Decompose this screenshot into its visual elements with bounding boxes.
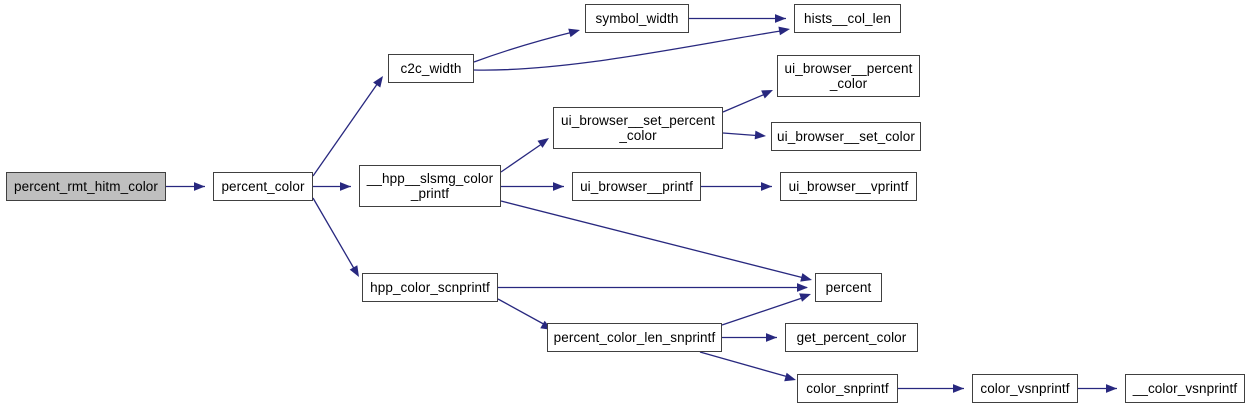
- arrowhead-icon: [373, 76, 383, 88]
- arrowheads-group: [194, 14, 1117, 393]
- graph-node-ui_browser__set_percent_color[interactable]: ui_browser__set_percent _color: [553, 107, 723, 149]
- graph-node-label: percent_color: [221, 179, 305, 194]
- call-edge: [312, 79, 381, 177]
- graph-node-ui_browser__printf[interactable]: ui_browser__printf: [572, 172, 701, 201]
- graph-node-label: color_snprintf: [806, 381, 889, 396]
- arrowhead-icon: [1106, 384, 1117, 393]
- call-edge: [500, 140, 547, 173]
- arrowhead-icon: [754, 130, 766, 140]
- arrowhead-icon: [784, 372, 796, 382]
- arrowhead-icon: [340, 182, 351, 191]
- graph-node-__hpp__slsmg_color_printf[interactable]: __hpp__slsmg_color _printf: [359, 165, 501, 207]
- graph-node-percent_rmt_hitm_color[interactable]: percent_rmt_hitm_color: [6, 172, 166, 201]
- arrowhead-icon: [568, 28, 580, 38]
- graph-node-label: ui_browser__set_color: [777, 129, 915, 144]
- graph-node-label: symbol_width: [595, 11, 679, 26]
- graph-node-label: percent: [825, 280, 872, 295]
- graph-node-percent[interactable]: percent: [815, 273, 882, 302]
- call-edge: [312, 197, 357, 273]
- graph-node-symbol_width[interactable]: symbol_width: [585, 4, 689, 33]
- graph-node-ui_browser__vprintf[interactable]: ui_browser__vprintf: [780, 172, 917, 201]
- graph-node-ui_browser__set_color[interactable]: ui_browser__set_color: [771, 122, 921, 151]
- graph-node-get_percent_color[interactable]: get_percent_color: [785, 323, 918, 352]
- graph-node-label: hpp_color_scnprintf: [370, 280, 490, 295]
- graph-node-label: percent_rmt_hitm_color: [13, 179, 158, 194]
- call-edge: [473, 30, 578, 63]
- graph-node-__color_vsnprintf[interactable]: __color_vsnprintf: [1125, 374, 1245, 403]
- arrowhead-icon: [953, 384, 964, 393]
- call-edge: [497, 298, 550, 328]
- graph-node-label: ui_browser__percent _color: [784, 61, 913, 91]
- graph-node-label: __color_vsnprintf: [1132, 381, 1238, 396]
- graph-node-hpp_color_scnprintf[interactable]: hpp_color_scnprintf: [362, 273, 498, 302]
- arrowhead-icon: [194, 182, 205, 191]
- arrowhead-icon: [349, 265, 359, 277]
- arrowhead-icon: [800, 273, 812, 282]
- graph-node-label: color_vsnprintf: [980, 381, 1070, 396]
- arrowhead-icon: [778, 26, 790, 36]
- graph-node-c2c_width[interactable]: c2c_width: [388, 54, 474, 83]
- call-edge: [500, 200, 809, 280]
- arrowhead-icon: [775, 14, 786, 23]
- graph-node-label: percent_color_len_snprintf: [553, 330, 716, 345]
- graph-node-label: hists__col_len: [804, 11, 891, 26]
- graph-node-label: get_percent_color: [796, 330, 907, 345]
- graph-node-label: c2c_width: [400, 61, 462, 76]
- graph-node-percent_color_len_snprintf[interactable]: percent_color_len_snprintf: [547, 323, 722, 352]
- arrowhead-icon: [799, 293, 811, 302]
- graph-node-color_vsnprintf[interactable]: color_vsnprintf: [972, 374, 1078, 403]
- call-edge: [699, 351, 793, 379]
- arrowhead-icon: [553, 182, 564, 191]
- graph-node-label: ui_browser__set_percent _color: [561, 113, 715, 143]
- arrowhead-icon: [537, 138, 549, 148]
- arrowhead-icon: [766, 333, 777, 342]
- graph-node-label: ui_browser__printf: [580, 179, 693, 194]
- arrowhead-icon: [797, 283, 808, 292]
- call-edge: [722, 91, 771, 113]
- call-edge: [721, 295, 809, 326]
- graph-node-hists__col_len[interactable]: hists__col_len: [794, 4, 901, 33]
- arrowhead-icon: [761, 90, 773, 99]
- arrowhead-icon: [761, 182, 772, 191]
- edge-paths-group: [166, 17, 1117, 390]
- graph-node-color_snprintf[interactable]: color_snprintf: [797, 374, 898, 403]
- call-edge: [473, 29, 788, 71]
- graph-node-ui_browser__percent_color[interactable]: ui_browser__percent _color: [777, 55, 920, 97]
- graph-node-percent_color[interactable]: percent_color: [213, 172, 313, 201]
- graph-node-label: ui_browser__vprintf: [788, 179, 909, 194]
- graph-node-label: __hpp__slsmg_color _printf: [366, 171, 494, 201]
